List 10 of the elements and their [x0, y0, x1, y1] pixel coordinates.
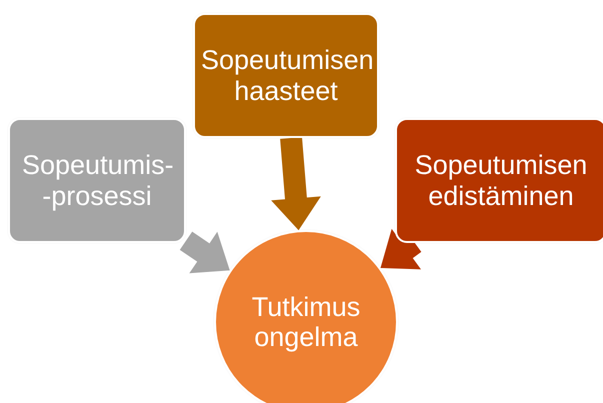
node-label: Sopeutumis- -prosessi: [22, 150, 172, 211]
topic-box: [193, 13, 379, 138]
block-arrow: [180, 232, 230, 274]
block-arrow: [271, 137, 321, 230]
block-arrow: [380, 228, 422, 270]
topic-box: [8, 118, 186, 243]
node-label: Tutkimus ongelma: [250, 292, 362, 352]
topic-box: [395, 118, 603, 243]
node-label: Sopeutumisen haasteet: [201, 45, 371, 106]
node-label: Sopeutumisen edistäminen: [414, 150, 588, 211]
